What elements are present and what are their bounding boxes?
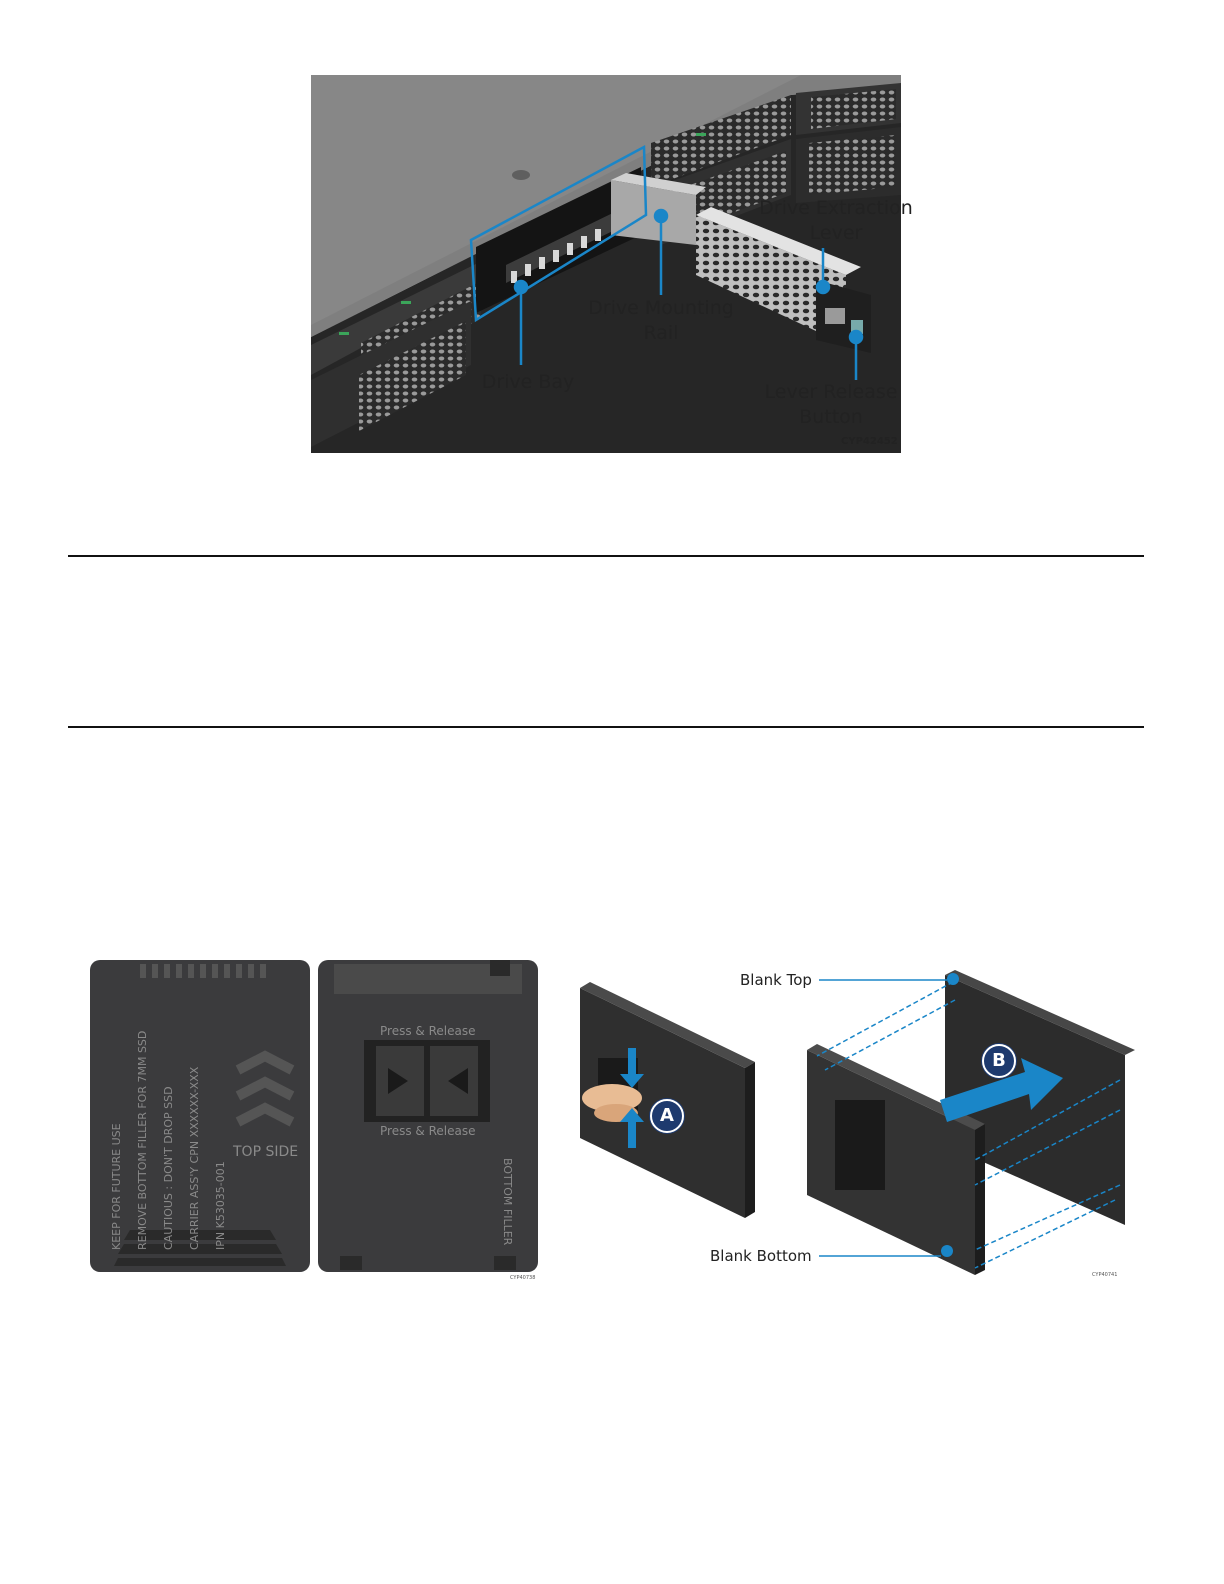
press-release-bottom-label: Press & Release: [380, 1124, 476, 1138]
blank-bottom-label: Blank Bottom: [710, 1247, 812, 1265]
carrier-text-line-1: KEEP FOR FUTURE USE: [110, 1123, 123, 1250]
section-rule-top: [68, 555, 1144, 557]
blank-removal-step-b: [807, 970, 1135, 1275]
carrier-bottom-side-panel: Press & Release Press & Release BOTTOM F…: [318, 960, 538, 1272]
carrier-text-line-3: CAUTIOUS : DON'T DROP SSD: [162, 1086, 175, 1250]
blank-top-label: Blank Top: [740, 971, 812, 989]
press-release-top-label: Press & Release: [380, 1024, 476, 1038]
carrier-text-line-5: IPN K53035-001: [214, 1161, 227, 1250]
figure-code-left: CYP40738: [510, 1275, 536, 1281]
step-a-badge: A: [650, 1099, 684, 1133]
drive-carrier-figure: Drive Extraction Lever Drive Mounting Ra…: [311, 75, 913, 453]
carrier-text-line-4: CARRIER ASS'Y CPN XXXXXX-XXX: [188, 1066, 201, 1250]
bottom-filler-label: BOTTOM FILLER: [501, 1158, 514, 1246]
section-rule-bottom: [68, 726, 1144, 728]
carrier-printed-text: KEEP FOR FUTURE USE REMOVE BOTTOM FILLER…: [104, 970, 234, 1250]
drive-mounting-rail-label: Drive Mounting Rail: [588, 297, 734, 344]
carrier-bottom-detail: [334, 960, 522, 1270]
drive-blank-figure: TOP SIDE KEEP FOR FUTURE USE REMOVE BOTT…: [85, 950, 1135, 1285]
figure-code: CYP42452: [841, 436, 898, 447]
carrier-top-detail: [114, 964, 295, 1266]
drive-bay-label: Drive Bay: [481, 371, 575, 393]
drive-carrier-illustration: [311, 75, 901, 453]
carrier-text-line-2: REMOVE BOTTOM FILLER FOR 7MM SSD: [136, 1030, 149, 1250]
step-b-badge: B: [982, 1044, 1016, 1078]
top-side-label: TOP SIDE: [233, 1144, 299, 1160]
drive-extraction-lever-label: Drive Extraction Lever: [759, 197, 913, 244]
carrier-top-side-panel: TOP SIDE KEEP FOR FUTURE USE REMOVE BOTT…: [90, 960, 310, 1272]
figure-code-right: CYP40741: [1092, 1272, 1118, 1278]
lever-release-button-label: Lever Release Button: [764, 381, 898, 428]
